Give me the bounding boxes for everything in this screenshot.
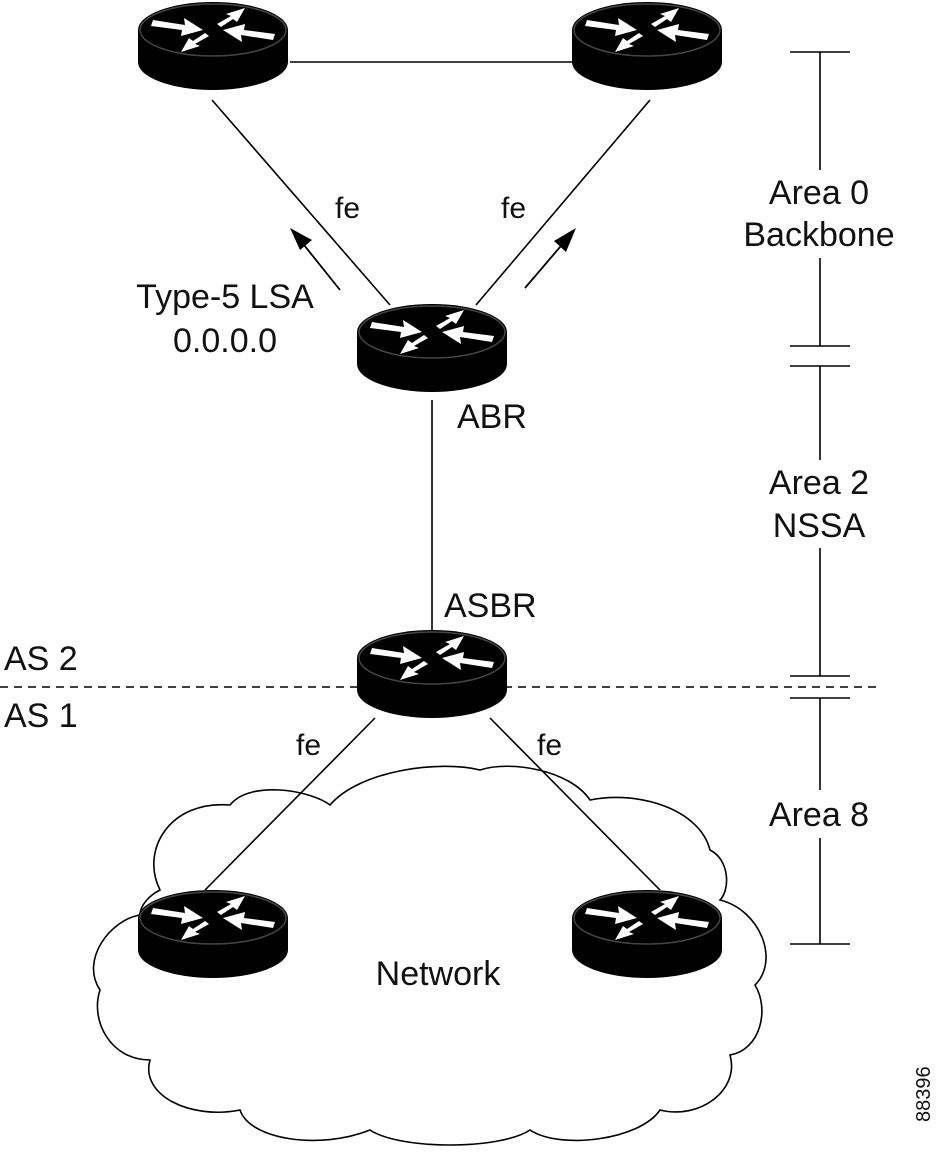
router-icon-network-right (571, 889, 723, 979)
router-icon-abr (356, 303, 508, 393)
router-icon-backbone-left (137, 1, 289, 91)
fe-label-left-top: fe (335, 192, 360, 225)
as1-label: AS 1 (4, 697, 78, 735)
fe-label-right-top: fe (501, 192, 526, 225)
link-abr-right-backbone (475, 99, 651, 306)
link-abr-left-backbone (211, 99, 391, 306)
area2-sublabel: NSSA (773, 507, 866, 545)
router-icon-asbr (356, 629, 508, 719)
network-label: Network (376, 955, 502, 993)
abr-label: ABR (457, 398, 527, 436)
router-icon-network-left (137, 889, 289, 979)
type5-lsa-address: 0.0.0.0 (173, 322, 277, 360)
link-asbr-network-left (204, 717, 376, 891)
area-scale-bar (790, 51, 850, 945)
area2-label: Area 2 (769, 464, 869, 502)
network-cloud (92, 765, 767, 1146)
as2-label: AS 2 (4, 640, 78, 678)
lsa-arrow-right (524, 228, 576, 289)
area0-label: Area 0 (769, 174, 869, 212)
area0-sublabel: Backbone (743, 216, 894, 254)
fe-label-right-bottom: fe (537, 729, 562, 762)
fe-label-left-bottom: fe (296, 729, 321, 762)
type5-lsa-label: Type-5 LSA (136, 278, 314, 316)
asbr-label: ASBR (444, 587, 537, 625)
link-asbr-network-right (489, 717, 661, 891)
area8-label: Area 8 (769, 796, 869, 834)
lsa-arrow-left (290, 228, 341, 291)
figure-number: 88396 (913, 1066, 935, 1122)
router-icon-backbone-right (571, 1, 723, 91)
